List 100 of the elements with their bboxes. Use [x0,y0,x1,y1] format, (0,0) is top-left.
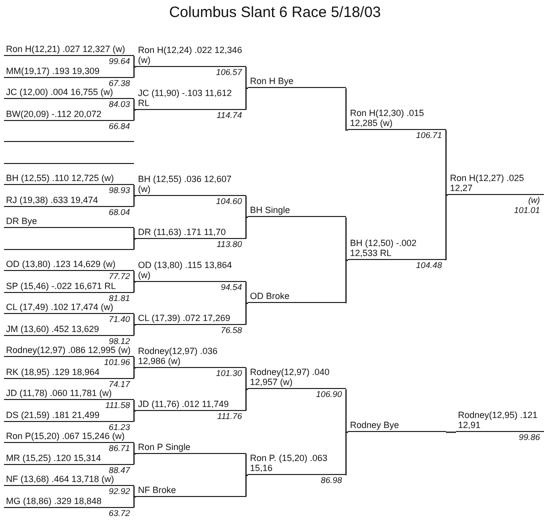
bracket-connector [133,486,136,498]
speed-note: 76.58 [220,326,242,336]
bracket-connector [345,389,348,433]
racer-entry: SP (15,46) -.022 16,671 RL [6,280,117,290]
bracket-connector [133,443,136,454]
bracket-line [4,216,134,228]
speed-note: 86.98 [320,476,342,486]
speed-note: 111.58 [105,401,130,410]
bracket-line [248,205,346,218]
bracket-connector [133,99,136,110]
speed-note: 104.48 [416,261,442,271]
bracket-line [136,346,246,368]
bracket-connector [133,367,136,378]
racer-entry: Ron H Bye [250,76,295,86]
bracket-connector [345,432,348,476]
racer-entry: NF (13,68) .464 13,718 (w) [6,474,116,484]
speed-note: 114.74 [216,110,242,120]
speed-note: 106.71 [416,131,442,140]
racer-entry: Ron P(15,20) .067 15,246 (w) [6,431,126,441]
bracket-connector [245,388,248,411]
bracket-line [136,174,246,196]
bracket-line [248,453,346,476]
racer-entry: OD Broke [250,291,291,302]
speed-note: 106.90 [316,390,342,400]
racer-entry: MM(19,17) .193 19,309 [6,66,101,76]
bracket-connector [133,195,136,206]
speed-note: 98.12 [108,336,130,346]
bracket-connector [133,400,136,412]
bracket-line [348,420,446,432]
bracket-connector [133,185,136,196]
empty-bracket-line [4,140,134,142]
speed-note: 99.86 [518,433,540,443]
bracket-line [348,238,446,260]
speed-note: 74.17 [108,380,130,389]
speed-note: 81.81 [108,294,130,303]
speed-note: 86.71 [108,444,130,454]
diagram-title: Columbus Slant 6 Race 5/18/03 [168,4,382,21]
speed-note: 66.84 [108,122,130,131]
bracket-line [136,312,246,325]
bracket-connector [133,453,136,464]
bracket-line [4,44,134,56]
racer-entry: JC (11,90) -.103 11,612 RL [138,88,233,108]
bracket-connector [345,88,348,131]
speed-note: 111.76 [217,412,242,422]
bracket-connector [445,130,448,196]
bracket-connector [133,66,136,78]
bracket-line [448,173,544,195]
racer-entry: MG (18,86) .329 18,848 [6,496,103,506]
speed-note: 99.64 [108,57,130,66]
racer-entry: Ron H(12,24) .022 12,346 (w) [138,44,244,65]
bracket-line [4,324,134,336]
speed-note: 104.60 [216,196,242,206]
speed-note: 88.47 [108,466,130,475]
bracket-line [136,88,246,110]
bracket-connector [133,496,136,508]
bracket-line [4,259,134,271]
bracket-line [136,398,246,411]
bracket-connector [133,228,136,240]
speed-note: 92.92 [108,487,130,496]
bracket-line [248,367,346,390]
racer-entry: RJ (19,38) .633 19,474 [6,194,100,204]
bracket-connector [133,281,136,292]
bracket-line [348,108,446,130]
speed-note: 68.04 [108,208,130,217]
racer-entry: CL (17,39) .072 17,269 [138,312,232,323]
speed-note: 106.57 [216,68,242,78]
racer-entry: BH (12,50) -.002 12,533 RL [350,238,418,258]
racer-entry: JM (13,60) .452 13,629 [6,324,100,334]
bracket-line [4,366,134,378]
speed-note: 61.23 [108,422,130,432]
bracket-connector [245,88,248,110]
racer-entry: DR (11,63) .171 11,70 [138,226,227,237]
bracket-line [136,260,246,282]
bracket-line [136,442,246,454]
bracket-connector [245,474,248,497]
racer-entry: Rodney(12,97) .086 12,995 (w) [6,345,132,355]
bracket-connector [245,282,248,304]
bracket-line [4,66,134,78]
racer-entry: BH Single [250,205,292,216]
speed-note: 113.80 [216,240,242,250]
bracket-line [4,496,134,508]
racer-entry: JD (11,78) .060 11,781 (w) [6,388,113,398]
bracket-line [248,76,346,88]
racer-entry: Ron H(12,27) .025 12,27 [450,173,526,193]
speed-note: 98.93 [108,186,130,196]
bracket-line [248,291,346,304]
racer-entry: Ron H(12,21) .027 12,327 (w) [6,44,126,54]
bracket-connector [445,432,456,433]
speed-note: 101.30 [216,368,242,378]
racer-entry: OD (13,80) .115 13,864 (w) [138,260,233,280]
empty-bracket-line [4,162,134,164]
racer-entry: OD (13,80) .123 14,629 (w) [6,259,117,269]
bracket-line [4,302,134,314]
bracket-line [456,410,544,432]
bracket-connector [245,302,248,325]
racer-entry: NF Broke [138,484,178,495]
bracket-line [136,484,246,497]
bracket-line [4,410,134,422]
bracket-connector [345,217,348,261]
speed-note: 84.03 [108,100,130,110]
